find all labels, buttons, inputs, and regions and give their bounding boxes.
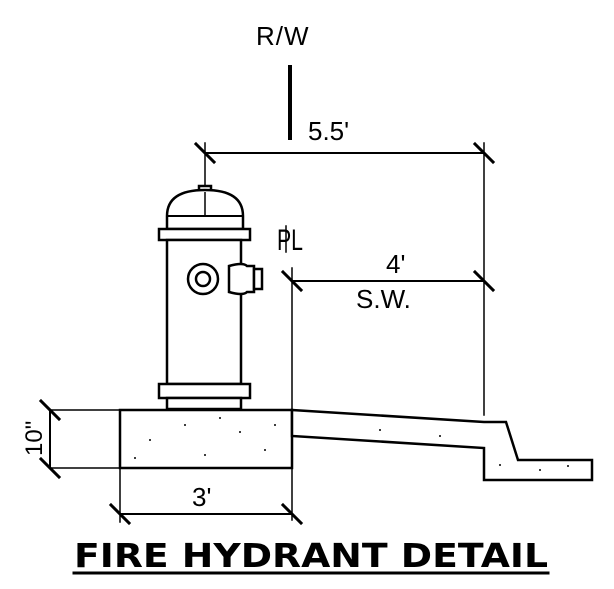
dimension-label-3ft: 3' [192,482,211,512]
drawing-title: FIRE HYDRANT DETAIL [74,536,548,575]
property-line-symbol: PL [277,224,303,257]
fire-hydrant [157,184,264,411]
sidewalk-and-curb [290,408,594,482]
right-of-way-label: R/W [256,21,310,51]
dimension-label-4ft: 4' [386,249,405,279]
dimension-label-10in: 10" [21,421,48,456]
dimension-pad-thickness [38,398,121,480]
concrete-pad [118,408,294,470]
property-line-label: PL [277,224,303,257]
sidewalk-label: S.W. [356,284,411,314]
dimension-sidewalk [280,267,496,521]
dimension-pad-width [108,467,304,526]
dimension-label-5-5ft: 5.5' [308,116,349,146]
